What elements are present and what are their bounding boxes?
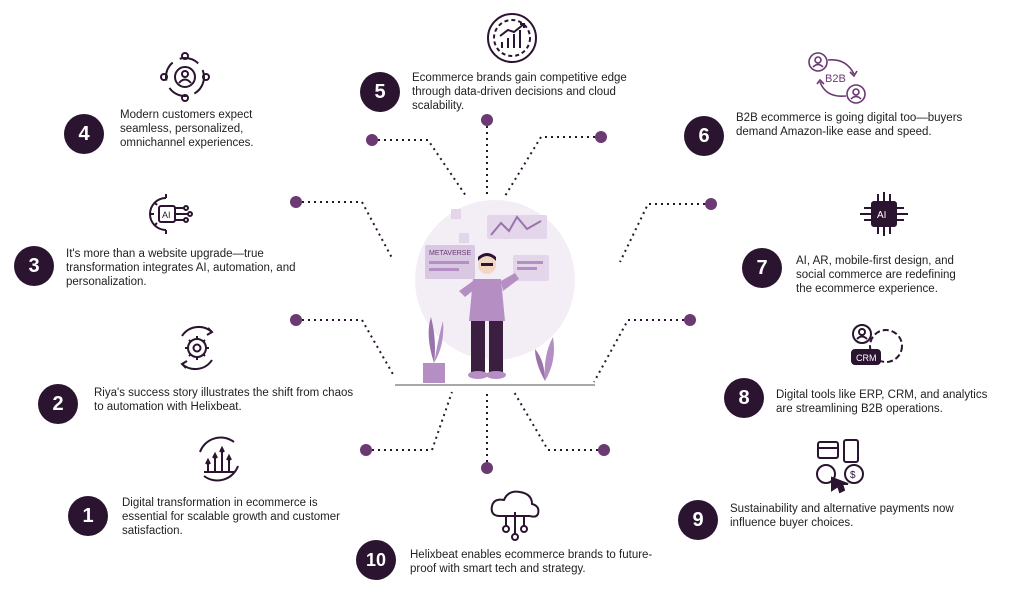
- growth-chart-icon: [192, 432, 246, 486]
- number-badge-5: 5: [360, 72, 400, 112]
- number-badge-2: 2: [38, 384, 78, 424]
- ai-gear-label: AI: [162, 210, 171, 220]
- point-1-text: Digital transformation in ecommerce is e…: [122, 497, 340, 537]
- point-6-text: B2B ecommerce is going digital too—buyer…: [736, 112, 963, 138]
- crm-gear-icon: CRM: [846, 320, 910, 374]
- number-badge-6: 6: [684, 116, 724, 156]
- cloud-network-icon: [486, 488, 544, 542]
- point-4-text: Modern customers expect seamless, person…: [120, 109, 254, 149]
- number-badge-7: 7: [742, 248, 782, 288]
- b2b-label: B2B: [825, 73, 846, 85]
- person-dashboard-illustration: METAVERSE: [395, 195, 595, 390]
- panel-label: METAVERSE: [429, 250, 471, 257]
- point-10-text: Helixbeat enables ecommerce brands to fu…: [410, 549, 653, 575]
- number-badge-4: 4: [64, 114, 104, 154]
- point-5-text: Ecommerce brands gain competitive edge t…: [412, 72, 627, 112]
- ai-gear-icon: AI: [142, 188, 194, 240]
- payments-icon: $: [814, 438, 868, 494]
- point-7-text: AI, AR, mobile-first design, and social …: [796, 255, 956, 295]
- number-badge-8: 8: [724, 378, 764, 418]
- analytics-icon: [484, 10, 540, 66]
- dollar-label: $: [850, 470, 856, 481]
- number-badge-3: 3: [14, 246, 54, 286]
- point-2-text: Riya's success story illustrates the shi…: [94, 387, 354, 413]
- ai-chip-icon: AI: [856, 188, 912, 240]
- crm-label: CRM: [856, 353, 877, 363]
- b2b-exchange-icon: B2B: [806, 50, 868, 106]
- number-badge-9: 9: [678, 500, 718, 540]
- point-8-text: Digital tools like ERP, CRM, and analyti…: [776, 389, 988, 415]
- point-3-text: It's more than a website upgrade—true tr…: [66, 248, 296, 288]
- automation-gear-icon: [172, 322, 222, 374]
- ai-chip-label: AI: [877, 210, 886, 221]
- number-badge-10: 10: [356, 540, 396, 580]
- customer-orbit-icon: [158, 50, 212, 104]
- point-9-text: Sustainability and alternative payments …: [730, 503, 954, 529]
- number-badge-1: 1: [68, 496, 108, 536]
